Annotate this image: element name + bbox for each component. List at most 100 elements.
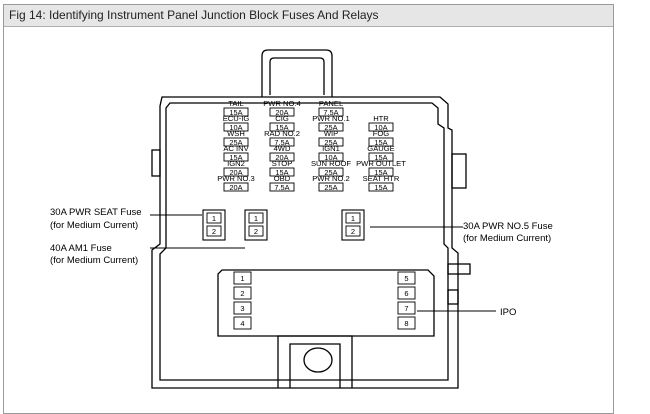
ipo-pin-box — [397, 301, 416, 315]
fuse-body — [223, 167, 249, 177]
ipo-pin-box — [397, 316, 416, 330]
ipo-pin-number: 1 — [240, 274, 244, 283]
pwr-seat-label-line1: 30A PWR SEAT Fuse — [50, 207, 142, 218]
fuse-name: AC INV — [223, 144, 249, 153]
fuse-name: 4WD — [274, 144, 291, 153]
relay-pin-number: 1 — [351, 214, 355, 223]
fuse-name: FOG — [373, 129, 390, 138]
ipo-pin-number: 4 — [240, 319, 244, 328]
fuse-amperage: 15A — [374, 153, 387, 162]
fuse-amperage: 20A — [229, 183, 242, 192]
ipo-pin-number: 5 — [404, 274, 408, 283]
fuse-name: CIG — [275, 114, 289, 123]
fuse-body — [368, 122, 394, 132]
fuse-body — [269, 107, 295, 117]
relay-pin-box — [248, 212, 264, 224]
pwr-seat-label-line2: (for Medium Current) — [50, 220, 138, 231]
fuse-name: GAUGE — [367, 144, 394, 153]
relay-pin-number: 2 — [254, 227, 258, 236]
fuse-name: IGN2 — [227, 159, 245, 168]
fuse-body — [318, 107, 344, 117]
fuse-amperage: 20A — [275, 153, 288, 162]
fuse-amperage: 25A — [324, 168, 337, 177]
relay-am1: 12 — [244, 209, 268, 241]
ipo-pin-number: 3 — [240, 304, 244, 313]
fuse-body — [223, 152, 249, 162]
fuse-body — [269, 152, 295, 162]
fuse: RAD NO.27.5A — [264, 129, 300, 147]
fuse-body — [223, 122, 249, 132]
fuse-body — [223, 182, 249, 192]
fuse-name: PWR NO.3 — [217, 174, 255, 183]
top-tab — [261, 49, 333, 97]
fuse-amperage: 10A — [229, 123, 242, 132]
ipo-pin-box — [397, 271, 416, 285]
fuse-amperage: 7.5A — [274, 138, 289, 147]
relay-pin-number: 2 — [212, 227, 216, 236]
ipo-pin-box — [233, 301, 252, 315]
fuse-name: IGN1 — [322, 144, 340, 153]
fuse-amperage: 20A — [229, 168, 242, 177]
am1-label-line2: (for Medium Current) — [50, 255, 138, 266]
fuse-amperage: 25A — [324, 123, 337, 132]
figure-title-bar: Fig 14: Identifying Instrument Panel Jun… — [4, 5, 613, 27]
fuse-name: SEAT HTR — [363, 174, 400, 183]
bottom-tab — [277, 335, 353, 388]
fuse-amperage: 25A — [324, 138, 337, 147]
fuse-amperage: 15A — [229, 108, 242, 117]
fuse-name: OBD — [274, 174, 291, 183]
relay-pin-number: 1 — [254, 214, 258, 223]
relay-pin-box — [206, 212, 222, 224]
ipo-label: IPO — [500, 307, 516, 318]
fuse-name: ECU-IG — [223, 114, 250, 123]
relay-pin-number: 2 — [351, 227, 355, 236]
fuse-name: RAD NO.2 — [264, 129, 300, 138]
fuse-body — [318, 122, 344, 132]
ipo-connector-outline — [217, 269, 435, 337]
fuse-name: TAIL — [228, 99, 243, 108]
fuse-body — [269, 122, 295, 132]
am1-label-line1: 40A AM1 Fuse — [50, 243, 112, 254]
fuse-body — [318, 137, 344, 147]
fuse-amperage: 10A — [324, 153, 337, 162]
fuse-name: SUN ROOF — [311, 159, 351, 168]
ipo-pin-box — [397, 286, 416, 300]
fuse-amperage: 25A — [324, 183, 337, 192]
right-side-clip — [451, 153, 467, 189]
fuse-amperage: 10A — [374, 123, 387, 132]
relay-pin-box — [206, 225, 222, 237]
relay-pin-number: 1 — [212, 214, 216, 223]
bottom-oval — [303, 347, 333, 373]
fuse-name: STOP — [272, 159, 293, 168]
right-bottom-clip — [447, 289, 459, 305]
ipo-pin-number: 8 — [404, 319, 408, 328]
fuse-body — [223, 107, 249, 117]
fuse-body — [318, 182, 344, 192]
ipo-pin-number: 6 — [404, 289, 408, 298]
fuse-body — [269, 182, 295, 192]
fuse-body — [368, 167, 394, 177]
fuse-body — [368, 182, 394, 192]
ipo-pin-box — [233, 316, 252, 330]
fuse-amperage: 15A — [275, 123, 288, 132]
fuse-name: WSH — [227, 129, 245, 138]
figure-title: Fig 14: Identifying Instrument Panel Jun… — [9, 8, 379, 22]
ipo-pin-box — [233, 286, 252, 300]
top-tab-inner — [269, 57, 325, 95]
fuse-body — [318, 152, 344, 162]
